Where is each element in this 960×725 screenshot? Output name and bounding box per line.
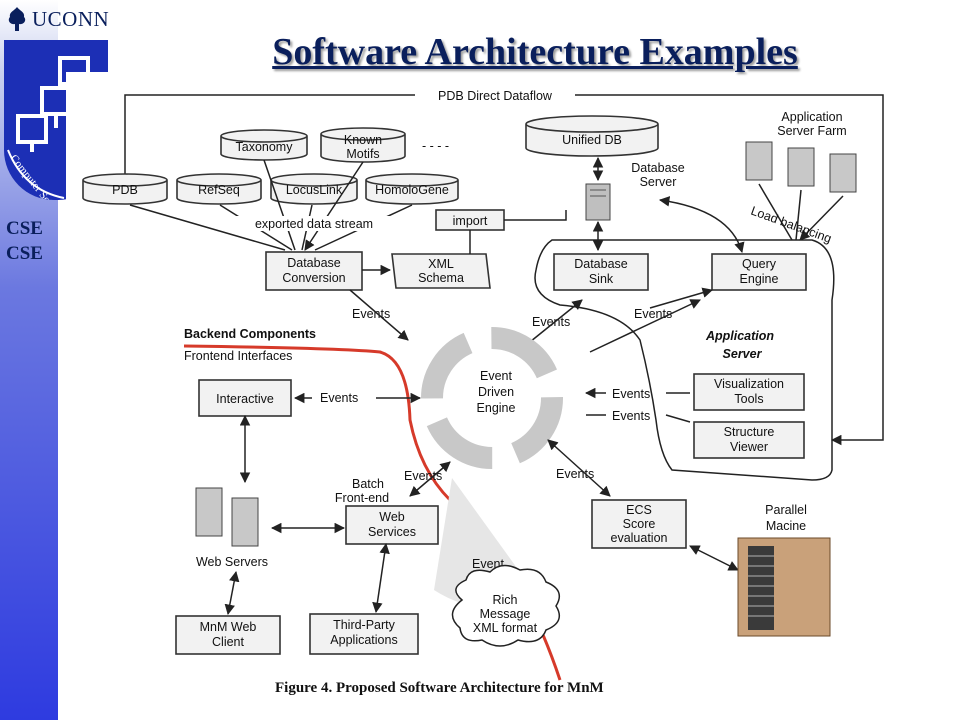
interactive-box: Interactive xyxy=(198,379,292,417)
events-label-visual: Events xyxy=(612,387,650,401)
svg-text:RefSeq: RefSeq xyxy=(198,183,240,197)
exported-data-stream-label: exported data stream xyxy=(255,217,373,231)
svg-text:HomoloGene: HomoloGene xyxy=(375,183,449,197)
ecs-score-box: ECS Score evaluation xyxy=(591,499,687,549)
query-engine-box: Query Engine xyxy=(711,253,807,291)
figure-caption: Figure 4. Proposed Software Architecture… xyxy=(275,680,604,696)
taxonomy-source: Taxonomy xyxy=(220,129,308,161)
svg-text:Query: Query xyxy=(742,257,777,271)
svg-text:Web: Web xyxy=(379,510,405,524)
backend-components-label: Backend Components xyxy=(184,327,316,341)
svg-text:Server Farm: Server Farm xyxy=(777,124,846,138)
svg-text:Server: Server xyxy=(640,175,677,189)
event-engine: Event Driven Engine xyxy=(421,327,563,469)
events-label-conversion: Events xyxy=(352,307,390,321)
svg-text:Engine: Engine xyxy=(740,272,779,286)
database-server-icon xyxy=(585,183,611,221)
more-sources-ellipsis: - - - - xyxy=(422,139,449,153)
svg-text:Tools: Tools xyxy=(734,392,763,406)
parallel-machine-label: Parallel xyxy=(765,503,807,517)
svg-text:Services: Services xyxy=(368,525,416,539)
refseq-source: RefSeq xyxy=(176,173,262,205)
svg-text:Interactive: Interactive xyxy=(216,392,274,406)
events-label-sink: Events xyxy=(532,315,570,329)
database-conversion-box: Database Conversion xyxy=(265,251,363,291)
visualization-tools-box: Visualization Tools xyxy=(693,373,805,411)
architecture-diagram: PDB Direct Dataflow PDB RefSeq LocusLink… xyxy=(82,88,884,681)
web-servers-label: Web Servers xyxy=(196,555,268,569)
events-label-interactive: Events xyxy=(320,391,358,405)
svg-text:Server: Server xyxy=(723,347,763,361)
architecture-figure: PDB Direct Dataflow PDB RefSeq LocusLink… xyxy=(66,72,960,720)
uconn-logo: UCONN xyxy=(6,6,109,32)
events-label-query: Events xyxy=(634,307,672,321)
frontend-interfaces-label: Frontend Interfaces xyxy=(184,349,292,363)
svg-text:Event: Event xyxy=(480,369,512,383)
mnm-web-client-box: MnM Web Client xyxy=(175,615,281,655)
svg-text:Schema: Schema xyxy=(418,271,464,285)
svg-text:Driven: Driven xyxy=(478,385,514,399)
course-code-label: CSE CSE xyxy=(6,216,43,266)
svg-text:evaluation: evaluation xyxy=(611,531,668,545)
application-server-label: Application xyxy=(705,329,774,343)
svg-text:Known: Known xyxy=(344,133,382,147)
homologene-source: HomoloGene xyxy=(365,173,459,205)
third-party-apps-box: Third-Party Applications xyxy=(309,613,419,655)
import-box: import xyxy=(435,209,505,231)
svg-text:Message: Message xyxy=(480,607,531,621)
web-services-box: Web Services xyxy=(345,505,439,545)
svg-text:Score: Score xyxy=(623,517,656,531)
course-code-line-1: CSE xyxy=(6,218,43,239)
svg-text:Client: Client xyxy=(212,635,244,649)
svg-text:LocusLink: LocusLink xyxy=(286,183,343,197)
events-label-ecs: Events xyxy=(556,467,594,481)
batch-frontend-label: Batch xyxy=(352,477,384,491)
events-label-batch: Events xyxy=(404,469,442,483)
events-label-structure: Events xyxy=(612,409,650,423)
database-sink-box: Database Sink xyxy=(553,253,649,291)
svg-text:Front-end: Front-end xyxy=(335,491,389,505)
rich-message-cloud: Rich Message XML format xyxy=(451,564,561,647)
svg-text:Database: Database xyxy=(574,257,628,271)
svg-text:Third-Party: Third-Party xyxy=(333,618,396,632)
known-motifs-source: Known Motifs xyxy=(320,127,406,163)
slide-title: Software Architecture Examples xyxy=(272,31,798,73)
svg-text:Viewer: Viewer xyxy=(730,440,768,454)
web-servers-icon xyxy=(195,487,259,547)
pdb-source: PDB xyxy=(82,173,168,205)
course-code-line-2: CSE xyxy=(6,243,43,264)
unified-db: Unified DB xyxy=(525,115,659,157)
svg-text:XML format: XML format xyxy=(473,621,538,635)
xml-schema-box: XML Schema xyxy=(391,253,491,289)
svg-text:Database: Database xyxy=(287,256,341,270)
svg-text:PDB: PDB xyxy=(112,183,138,197)
svg-text:import: import xyxy=(453,214,488,228)
svg-text:Unified DB: Unified DB xyxy=(562,133,622,147)
application-server-region xyxy=(534,239,835,481)
svg-text:Macine: Macine xyxy=(766,519,806,533)
server-farm-label: Application xyxy=(781,110,842,124)
svg-text:MnM Web: MnM Web xyxy=(200,620,257,634)
svg-text:XML: XML xyxy=(428,257,454,271)
svg-text:Structure: Structure xyxy=(724,425,775,439)
svg-text:Sink: Sink xyxy=(589,272,614,286)
parallel-machine-icon xyxy=(737,537,831,637)
structure-viewer-box: Structure Viewer xyxy=(693,421,805,459)
direct-dataflow-label: PDB Direct Dataflow xyxy=(438,89,553,103)
svg-text:ECS: ECS xyxy=(626,503,652,517)
svg-text:Rich: Rich xyxy=(492,593,517,607)
svg-text:Taxonomy: Taxonomy xyxy=(236,140,294,154)
svg-text:Motifs: Motifs xyxy=(346,147,379,161)
svg-text:Visualization: Visualization xyxy=(714,377,784,391)
uconn-logo-text: UCONN xyxy=(32,6,110,31)
server-farm-icons xyxy=(745,141,857,193)
svg-text:Engine: Engine xyxy=(477,401,516,415)
svg-text:Applications: Applications xyxy=(330,633,397,647)
oak-leaf-icon xyxy=(8,7,26,31)
locuslink-source: LocusLink xyxy=(270,173,358,205)
database-server-label: Database xyxy=(631,161,685,175)
svg-text:Conversion: Conversion xyxy=(282,271,345,285)
